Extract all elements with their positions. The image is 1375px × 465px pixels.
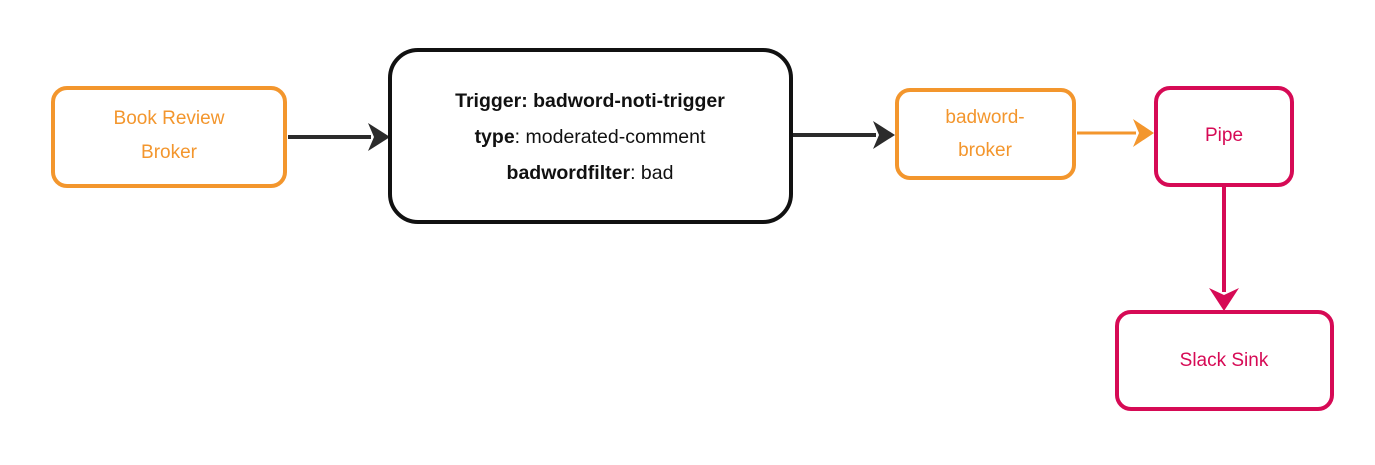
node-pipe-box[interactable] <box>1154 86 1294 187</box>
node-slack-sink-box[interactable] <box>1115 310 1334 411</box>
edge-badword-broker-to-pipe <box>1077 119 1154 147</box>
node-trigger-box[interactable] <box>388 48 793 224</box>
node-book-review-broker[interactable]: Book Review Broker <box>51 86 287 188</box>
node-trigger[interactable]: Trigger: badword-noti-trigger type: mode… <box>388 48 793 224</box>
node-pipe-label: Pipe <box>1205 125 1243 146</box>
node-book-review-broker-label-line-1: Book Review <box>114 108 225 129</box>
edge-pipe-to-slack-sink <box>1209 187 1239 311</box>
node-book-review-broker-box[interactable] <box>51 86 287 188</box>
node-trigger-row-badwordfilter: badwordfilter: bad <box>507 162 674 184</box>
node-slack-sink[interactable]: Slack Sink <box>1115 310 1334 411</box>
node-trigger-row-trigger: Trigger: badword-noti-trigger <box>455 90 725 112</box>
node-badword-broker[interactable]: badword- broker <box>895 88 1076 180</box>
edge-broker-to-trigger-arrowhead <box>368 123 390 151</box>
edge-trigger-to-badword-broker <box>793 121 895 149</box>
node-book-review-broker-label-line-2: Broker <box>141 142 198 163</box>
edge-pipe-to-slack-sink-arrowhead <box>1209 288 1239 311</box>
node-trigger-row-trigger-value: badword-noti-trigger <box>533 90 725 112</box>
node-trigger-row-badwordfilter-key: badwordfilter <box>507 162 631 184</box>
node-trigger-row-type-value: : moderated-comment <box>515 126 706 148</box>
node-trigger-row-trigger-key: Trigger: <box>455 90 528 112</box>
node-trigger-row-badwordfilter-value: : bad <box>630 162 673 184</box>
edge-broker-to-trigger <box>288 123 390 151</box>
node-badword-broker-box[interactable] <box>895 88 1076 180</box>
node-slack-sink-label: Slack Sink <box>1180 350 1269 371</box>
edge-trigger-to-badword-broker-arrowhead <box>873 121 895 149</box>
node-badword-broker-label-line-2: broker <box>958 140 1013 161</box>
node-trigger-row-type-key: type <box>475 126 515 148</box>
edge-badword-broker-to-pipe-arrowhead <box>1133 119 1154 147</box>
node-trigger-row-type: type: moderated-comment <box>475 126 706 148</box>
node-badword-broker-label-line-1: badword- <box>945 107 1024 128</box>
node-pipe[interactable]: Pipe <box>1154 86 1294 187</box>
